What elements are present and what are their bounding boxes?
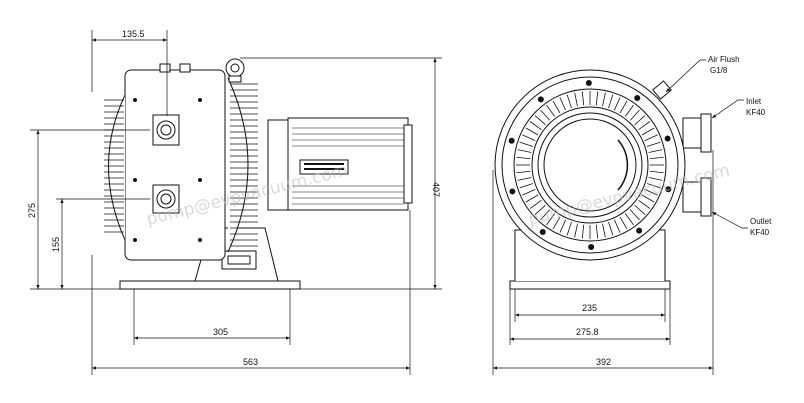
side-dimension-labels: 135.5 407 275 155 305 563 — [27, 29, 441, 367]
side-nameplate — [221, 250, 257, 270]
side-housing — [124, 69, 226, 261]
end-inner-disk — [543, 118, 637, 212]
dim-end-foot-width: 275.8 — [576, 327, 599, 337]
side-view — [104, 58, 413, 290]
dim-top-width: 135.5 — [122, 29, 145, 39]
end-dimensions — [492, 59, 748, 375]
side-dimensions — [30, 30, 442, 375]
callout-labels: Air Flush G1/8 Inlet KF40 Outlet KF40 — [708, 55, 772, 237]
dim-overall-height: 407 — [431, 182, 441, 197]
outlet-label: Outlet — [750, 217, 772, 226]
side-front-fins — [104, 94, 126, 241]
side-rear-fins — [227, 77, 258, 253]
side-upper-port — [152, 114, 180, 146]
air-flush-thread-label: G1/8 — [710, 66, 728, 75]
dim-end-overall-width: 392 — [596, 357, 611, 367]
side-baseplate — [119, 280, 301, 290]
end-baseplate — [509, 280, 671, 290]
side-lower-port — [152, 184, 180, 214]
inlet-label: Inlet — [746, 97, 762, 106]
dim-shaft-height: 275 — [27, 203, 37, 218]
dim-end-foot-spacing: 235 — [582, 303, 597, 313]
end-view — [494, 69, 712, 290]
inlet-port — [682, 113, 712, 153]
outlet-port — [682, 177, 712, 217]
air-flush-label: Air Flush — [708, 55, 740, 64]
lifting-eye — [225, 58, 245, 78]
end-dimension-labels: 235 275.8 392 — [576, 303, 611, 367]
air-flush-fitting — [652, 80, 672, 100]
inlet-flange-label: KF40 — [746, 108, 766, 117]
dim-foot-spacing: 305 — [213, 327, 228, 337]
outlet-flange-label: KF40 — [750, 228, 770, 237]
dim-port-height: 155 — [51, 237, 61, 252]
dim-overall-length: 563 — [243, 357, 258, 367]
